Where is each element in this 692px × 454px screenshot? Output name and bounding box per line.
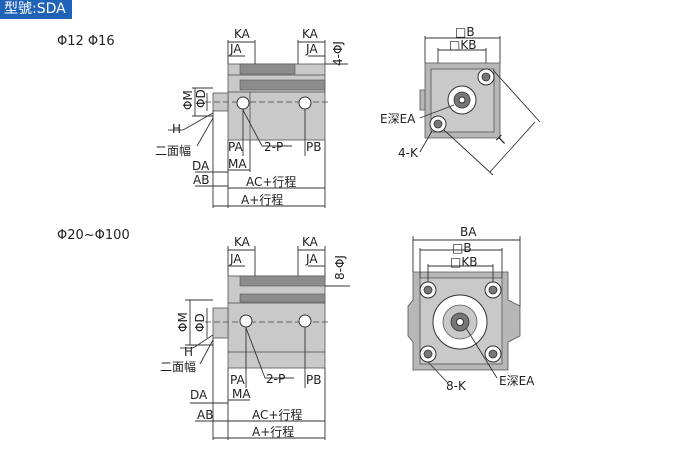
large-label-ka-right: KA	[302, 235, 319, 249]
large-label-pb: PB	[306, 373, 321, 387]
small-label-a: A+行程	[241, 192, 283, 207]
small-label-ma: MA	[228, 157, 247, 171]
small-port-b	[298, 96, 312, 110]
large-port-a	[239, 314, 253, 328]
large-label-j: 8-ΦJ	[333, 255, 347, 280]
small-label-kb: □KB	[449, 38, 476, 52]
large-label-ab: AB	[197, 408, 213, 422]
large-label-wrench: 二面幅	[160, 359, 196, 374]
large-label-h: H	[184, 345, 193, 359]
large-label-ja-right: JA	[305, 252, 318, 266]
small-label-p: 2-P	[264, 140, 283, 154]
large-side-view: KA JA KA JA 8-ΦJ ΦM ΦD H 二面幅 PA PB 2-P M…	[160, 235, 350, 440]
large-label-pa: PA	[230, 373, 245, 387]
large-label-ac: AC+行程	[252, 407, 302, 422]
small-label-ja-left: JA	[229, 42, 242, 56]
small-side-view: KA JA KA JA 4-ΦJ ΦM ΦD H 二面幅 PA PB 2-P M…	[155, 27, 348, 208]
model-tag: 型號:SDA	[0, 0, 72, 19]
small-label-k: 4-K	[398, 146, 419, 160]
small-label-ka-left: KA	[234, 27, 251, 41]
small-label-ab: AB	[193, 173, 209, 187]
large-port-b	[298, 314, 312, 328]
large-label-ka-left: KA	[234, 235, 251, 249]
small-front-view: □B □KB E深EA 4-K T	[380, 25, 541, 176]
small-label-h: H	[172, 122, 181, 136]
large-label-a: A+行程	[252, 424, 294, 439]
large-label-p: 2-P	[266, 372, 285, 386]
large-mid-hatch	[239, 293, 326, 303]
small-bore-title: Φ12 Φ16	[57, 34, 115, 49]
large-piston-rod	[212, 307, 229, 339]
large-label-e: E深EA	[499, 374, 535, 388]
small-label-b: □B	[455, 25, 475, 39]
large-label-da: DA	[190, 388, 208, 402]
large-bore-title: Φ20~Φ100	[57, 228, 130, 243]
small-label-pb: PB	[306, 140, 321, 154]
large-label-d: ΦD	[193, 313, 207, 332]
small-label-ac: AC+行程	[246, 174, 296, 189]
large-label-b: □B	[452, 241, 472, 255]
large-label-m: ΦM	[176, 312, 190, 332]
small-label-pa: PA	[228, 140, 243, 154]
large-label-ja-left: JA	[229, 252, 242, 266]
large-front-view: BA □B □KB 8-K E深EA	[407, 225, 535, 393]
small-mid-hatch	[239, 79, 326, 91]
small-label-j: 4-ΦJ	[331, 41, 345, 66]
large-top-hatch	[239, 275, 326, 287]
small-label-m: ΦM	[181, 90, 195, 110]
small-port-a	[236, 96, 250, 110]
small-label-e: E深EA	[380, 112, 416, 126]
small-label-d: ΦD	[194, 89, 208, 108]
large-label-ba: BA	[460, 225, 477, 239]
small-top-hatch	[239, 63, 296, 75]
large-label-ma: MA	[232, 387, 251, 401]
small-label-wrench: 二面幅	[155, 143, 191, 158]
small-label-da: DA	[192, 159, 210, 173]
large-label-kb: □KB	[450, 255, 477, 269]
small-label-ka-right: KA	[302, 27, 319, 41]
small-label-ja-right: JA	[305, 42, 318, 56]
large-label-k: 8-K	[446, 379, 467, 393]
